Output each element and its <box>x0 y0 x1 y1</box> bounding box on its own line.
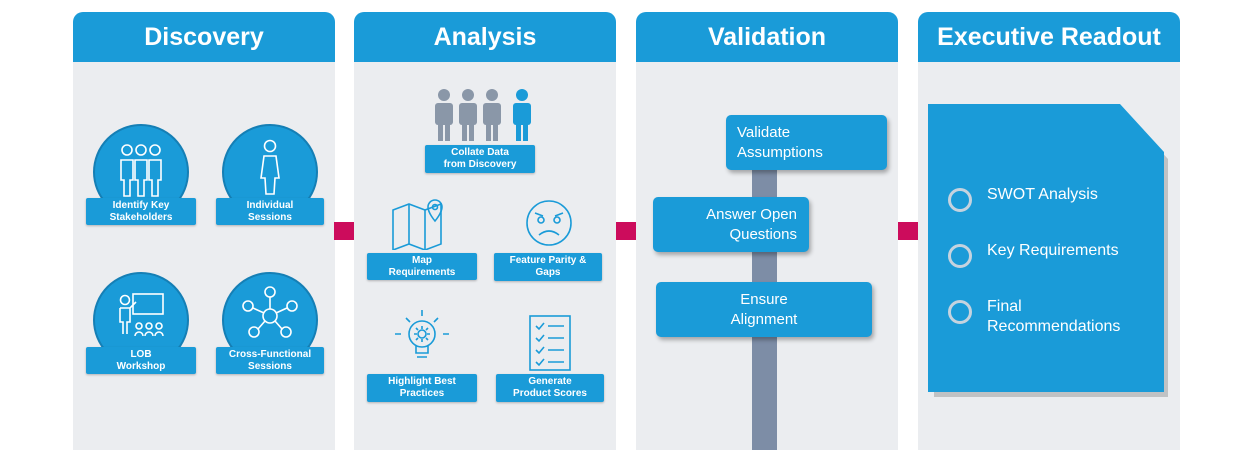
validation-panel: Validation <box>636 12 898 450</box>
discovery-header: Discovery <box>73 12 335 62</box>
people-row-icon <box>435 89 531 141</box>
product-scores-label: Generate Product Scores <box>496 374 604 402</box>
person-icon <box>260 139 280 195</box>
network-people-icon <box>242 286 298 338</box>
answer-sign: Answer Open Questions <box>653 197 809 252</box>
stakeholders-label: Identify Key Stakeholders <box>86 198 196 225</box>
connector-1 <box>334 222 354 240</box>
recommendations-bullet-icon <box>948 300 972 324</box>
recommendations-label: Final Recommendations <box>987 298 1121 335</box>
lightbulb-gear-icon <box>395 310 449 358</box>
validate-sign: Validate Assumptions <box>726 115 887 170</box>
people-group-icon <box>120 144 162 197</box>
presenter-board-icon <box>119 293 164 337</box>
requirements-label: Key Requirements <box>987 242 1119 259</box>
requirements-bullet-icon <box>948 244 972 268</box>
checklist-icon <box>529 315 571 371</box>
collate-label: Collate Data from Discovery <box>425 145 535 173</box>
worried-face-icon <box>526 200 572 246</box>
workshop-label: LOB Workshop <box>86 347 196 374</box>
connector-3 <box>898 222 918 240</box>
readout-header: Executive Readout <box>918 12 1180 62</box>
connector-2 <box>616 222 636 240</box>
individual-label: Individual Sessions <box>216 198 324 225</box>
cross-functional-label: Cross-Functional Sessions <box>216 347 324 374</box>
validation-header: Validation <box>636 12 898 62</box>
readout-document <box>928 104 1168 397</box>
discovery-panel: Discovery <box>73 12 335 450</box>
ensure-sign: Ensure Alignment <box>656 282 872 337</box>
swot-bullet-icon <box>948 188 972 212</box>
map-label: Map Requirements <box>367 253 477 280</box>
feature-parity-label: Feature Parity & Gaps <box>494 253 602 281</box>
best-practices-label: Highlight Best Practices <box>367 374 477 402</box>
map-pin-icon <box>392 199 443 250</box>
swot-label: SWOT Analysis <box>987 186 1098 203</box>
analysis-header: Analysis <box>354 12 616 62</box>
